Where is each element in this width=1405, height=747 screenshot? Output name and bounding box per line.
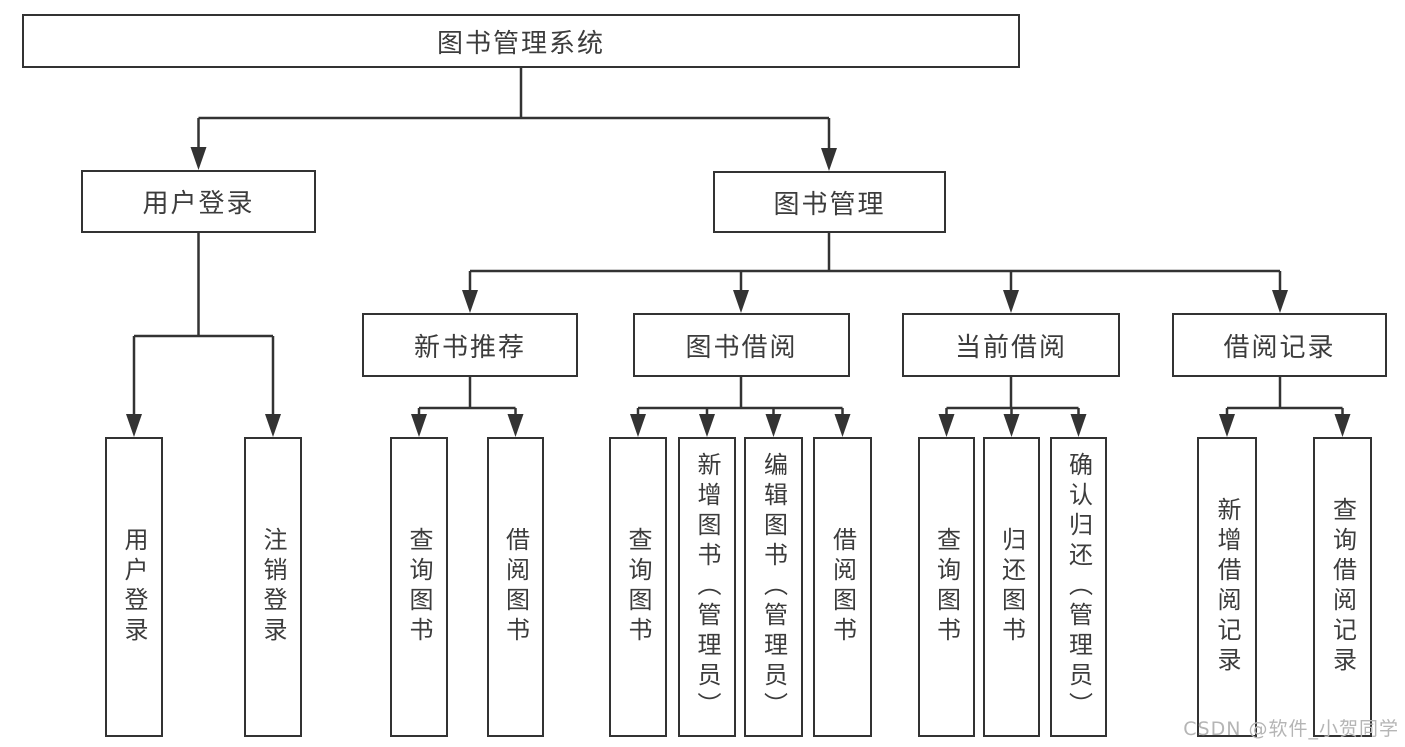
arrowhead: [938, 414, 955, 437]
connector-root-to-level2: [190, 68, 837, 171]
arrowhead: [733, 290, 749, 313]
leaf-edit-books-admin: 编辑图书（管理员）: [744, 437, 803, 737]
leaf-borrow-books-2: 借阅图书: [813, 437, 872, 737]
arrowhead: [821, 148, 837, 171]
node-current-borrowing: 当前借阅: [902, 313, 1120, 377]
arrowhead: [1003, 414, 1020, 437]
arrowhead: [507, 414, 524, 437]
leaf-return-books: 归还图书: [983, 437, 1040, 737]
connector-new-book-children: [411, 377, 524, 437]
leaf-query-books-3: 查询图书: [918, 437, 975, 737]
arrowhead: [1070, 414, 1087, 437]
node-root: 图书管理系统: [22, 14, 1020, 68]
arrowhead: [190, 147, 207, 170]
connector-records-children: [1219, 377, 1351, 437]
leaf-add-books-admin: 新增图书（管理员）: [678, 437, 736, 737]
arrowhead: [699, 414, 715, 437]
arrowhead: [834, 414, 851, 437]
connector-user-login-children: [126, 233, 281, 437]
leaf-user-login: 用户登录: [105, 437, 163, 737]
node-book-borrowing: 图书借阅: [633, 313, 850, 377]
arrowhead: [265, 414, 281, 437]
node-borrowing-records: 借阅记录: [1172, 313, 1387, 377]
watermark: CSDN @软件_小贺同学: [1183, 718, 1399, 740]
node-user-login: 用户登录: [81, 170, 316, 233]
connector-current-borrow-children: [938, 377, 1087, 437]
connector-book-mgmt-sections: [462, 233, 1288, 313]
arrowhead: [1219, 414, 1235, 437]
leaf-logout: 注销登录: [244, 437, 302, 737]
leaf-add-borrow-record: 新增借阅记录: [1197, 437, 1257, 737]
arrowhead: [765, 414, 782, 437]
leaf-query-books-1: 查询图书: [390, 437, 448, 737]
connector-book-borrow-children: [630, 377, 851, 437]
arrowhead: [1334, 414, 1351, 437]
leaf-query-borrow-record: 查询借阅记录: [1313, 437, 1372, 737]
leaf-query-books-2: 查询图书: [609, 437, 667, 737]
arrowhead: [411, 414, 427, 437]
arrowhead: [126, 414, 142, 437]
node-book-management: 图书管理: [713, 171, 946, 233]
arrowhead: [630, 414, 646, 437]
arrowhead: [1003, 290, 1019, 313]
leaf-confirm-return-admin: 确认归还（管理员）: [1050, 437, 1107, 737]
leaf-borrow-books-1: 借阅图书: [487, 437, 544, 737]
arrowhead: [462, 290, 478, 313]
node-new-book-recommend: 新书推荐: [362, 313, 578, 377]
arrowhead: [1272, 290, 1288, 313]
